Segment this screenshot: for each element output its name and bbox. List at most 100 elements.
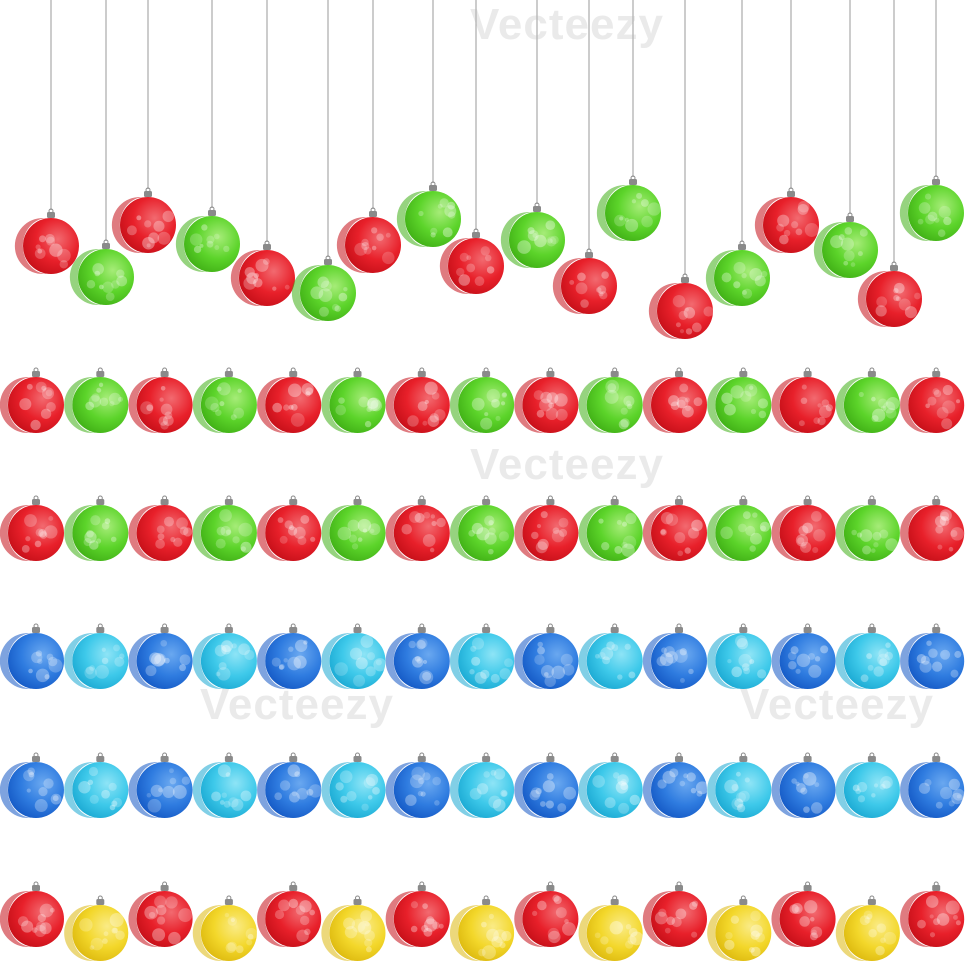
- ornament-cap: [546, 756, 555, 762]
- hanging-strings: [50, 0, 937, 275]
- ornament-cap: [932, 885, 941, 891]
- ornament-cap: [867, 371, 876, 377]
- ornament-ball: [578, 752, 643, 818]
- ornament-cap: [224, 499, 233, 505]
- ornament-cap: [932, 756, 941, 762]
- ornament-ball: [578, 495, 643, 561]
- ornament-ball: [385, 495, 450, 561]
- ornament-cap: [417, 371, 426, 377]
- ornament-cap: [546, 499, 555, 505]
- ornament-cap: [96, 899, 105, 905]
- ornament-cap: [787, 191, 795, 197]
- ornament-ball: [0, 881, 64, 947]
- ornament-cap: [417, 499, 426, 505]
- ornament-ball: [900, 623, 965, 689]
- ornament-ball: [192, 752, 257, 818]
- ornament-ball: [835, 495, 900, 561]
- ornament-cap: [263, 244, 271, 250]
- ornament-cap: [208, 210, 216, 216]
- ornament-ball: [899, 175, 964, 242]
- ornament-cap: [417, 627, 426, 633]
- ornament-ball: [578, 367, 643, 433]
- ornament-ball: [257, 495, 322, 561]
- ornament-cap: [353, 371, 362, 377]
- ornament-ball: [449, 495, 515, 561]
- ornament-ball: [385, 623, 450, 689]
- ornament-cap: [47, 212, 55, 218]
- ornament-cap: [32, 885, 40, 891]
- ornament-ball: [128, 495, 193, 561]
- ornament-ball: [64, 367, 129, 433]
- ornament-ball: [64, 895, 129, 962]
- ornament-ball: [707, 495, 772, 561]
- ornament-ball: [128, 881, 193, 947]
- ornament-ball: [707, 752, 772, 818]
- ornament-ball: [192, 495, 257, 561]
- ornament-ball: [900, 367, 965, 433]
- ornament-ball: [771, 623, 836, 689]
- ornament-cap: [739, 371, 748, 377]
- ornament-cap: [96, 627, 105, 633]
- ornament-cap: [890, 265, 898, 271]
- ornament-ball: [192, 895, 258, 962]
- ornament-cap: [610, 899, 619, 905]
- ornament-ball: [642, 881, 707, 947]
- ornament-cap: [739, 499, 748, 505]
- ornament-ball: [128, 752, 193, 818]
- ornament-ball: [257, 367, 322, 433]
- ornament-ball: [642, 367, 707, 433]
- ornament-cap: [102, 243, 110, 249]
- ornament-cap: [546, 371, 555, 377]
- ornament-cap: [533, 206, 541, 212]
- ornament-cap: [160, 756, 169, 762]
- ornament-cap: [585, 252, 593, 258]
- ornament-cap: [289, 627, 298, 633]
- ornament-ball: [0, 495, 64, 561]
- ornament-cap: [675, 627, 683, 633]
- ornament-ball: [64, 752, 129, 818]
- ornament-ball: [0, 752, 64, 818]
- ornament-ball: [192, 367, 257, 433]
- ornament-cap: [610, 371, 619, 377]
- ornament-cap: [353, 627, 362, 633]
- ornament-cap: [32, 627, 40, 633]
- ornament-ball: [111, 187, 176, 254]
- ornament-cap: [96, 371, 105, 377]
- ornament-cap: [867, 899, 876, 905]
- ornament-ball: [0, 623, 64, 689]
- ornament-cap: [546, 885, 555, 891]
- ornament-ball: [514, 623, 579, 689]
- ornament-cap: [675, 371, 683, 377]
- ornament-ball: [835, 895, 900, 961]
- ornament-cap: [803, 756, 812, 762]
- ornament-cap: [96, 756, 105, 762]
- ornament-cap: [675, 885, 683, 891]
- ornament-balls: [0, 175, 965, 962]
- ornament-cap: [932, 627, 941, 633]
- ornament-cap: [472, 232, 480, 238]
- ornament-ball: [439, 228, 504, 294]
- ornament-ball: [385, 367, 450, 433]
- ornament-ball: [449, 623, 515, 689]
- ornament-ball: [321, 623, 387, 689]
- ornament-cap: [353, 899, 362, 905]
- ornament-cap: [675, 756, 683, 762]
- ornament-ball: [449, 367, 515, 433]
- ornament-cap: [289, 371, 298, 377]
- ornament-ball: [754, 187, 819, 254]
- ornament-ball: [449, 752, 515, 818]
- ornament-cap: [867, 756, 876, 762]
- ornament-ball: [857, 261, 922, 327]
- ornament-cap: [803, 371, 812, 377]
- ornament-cap: [546, 627, 555, 633]
- ornament-cap: [675, 499, 683, 505]
- ornament-cap: [482, 756, 491, 762]
- ornament-ball: [514, 367, 579, 433]
- ornament-cap: [932, 179, 940, 185]
- ornament-ball: [385, 881, 450, 947]
- ornament-ball: [321, 752, 386, 818]
- ornament-ball: [900, 495, 965, 561]
- ornament-cap: [867, 499, 876, 505]
- ornament-cap: [739, 756, 748, 762]
- ornament-ball: [449, 895, 515, 961]
